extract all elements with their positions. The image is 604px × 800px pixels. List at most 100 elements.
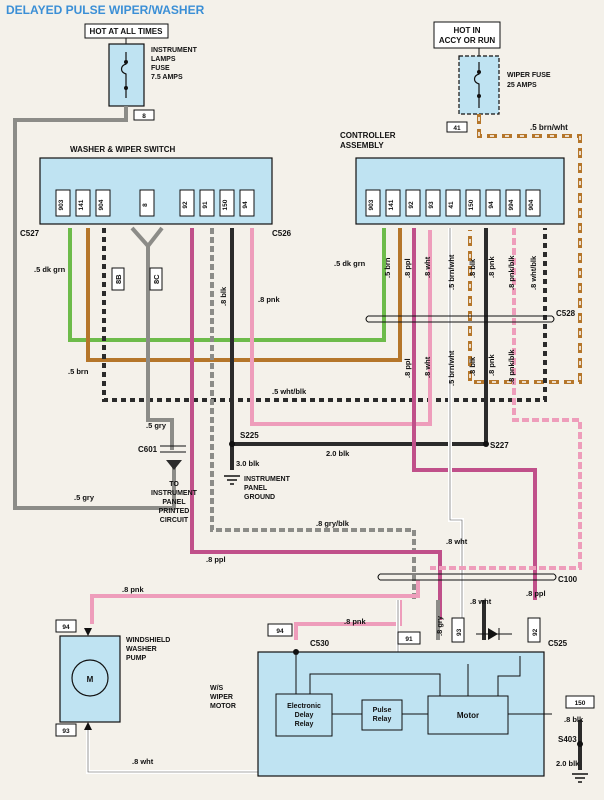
wire-label-brnwht-ctrl: .5 brn/wht [447,254,456,290]
wire-label-pnkblk-mid: .8 pnk/blk [507,349,516,384]
connector-c528: C528 [556,309,576,318]
wire-purple [190,228,442,620]
wire-label-dk-grn: .5 dk grn [34,265,66,274]
wire-green [68,228,386,342]
fuse-label-line2: LAMPS [151,56,176,63]
to-ip-line3: PANEL [162,499,186,506]
wire-white-black [102,228,547,402]
svg-text:141: 141 [388,199,395,210]
connector-c526: C526 [272,229,292,238]
wire-label-dk-grn-ctrl: .5 dk grn [334,259,366,268]
svg-text:904: 904 [528,199,535,210]
svg-text:92: 92 [408,201,415,209]
svg-text:150: 150 [468,199,475,210]
washer-pump: 94 M 93 [55,619,121,737]
delay-relay-2: Delay [295,712,314,719]
wire-label-gry-blk: .8 gry/blk [316,519,350,528]
pulse-relay-1: Pulse [373,707,392,714]
wire-label-ppl-ctrl: .8 ppl [403,258,412,278]
connector-c525: C525 [548,639,568,648]
switch-pin [95,189,111,217]
svg-text:903: 903 [58,199,65,210]
wire-label-wht-c100: .8 wht [446,537,468,546]
fuse-label-line4: 7.5 AMPS [151,74,183,81]
wiper-fuse: 41 [446,55,500,133]
wire-gray-8c [130,226,174,450]
diagram-title: DELAYED PULSE WIPER/WASHER [6,3,205,17]
motor-label-2: WIPER [210,694,233,701]
splice-s227: S227 [490,441,509,450]
wire-label-2-0-blk-bottom: 2.0 blk [556,759,580,768]
switch-pin [55,189,71,217]
to-ip-line2: INSTRUMENT [151,490,198,497]
ground-line2: PANEL [244,485,268,492]
wire-label-wht-c100b: .8 wht [470,597,492,606]
connector-c530: C530 [310,639,330,648]
wire-label-ppl-mid: .8 ppl [403,358,412,378]
switch-pins [55,189,255,217]
wire-pink [250,228,432,426]
wire-label-gry-bottom: .5 gry [74,493,95,502]
diode-icon [476,628,512,640]
hot-in-accy-run-label: HOT IN ACCY OR RUN [433,21,501,49]
svg-text:903: 903 [368,199,375,210]
connector-c527: C527 [20,229,40,238]
wire-label-blk-ctrl: .8 blk [468,258,477,278]
svg-text:904: 904 [98,199,105,210]
svg-text:141: 141 [78,199,85,210]
to-ip-line1: TO [169,481,179,488]
svg-text:M: M [87,675,94,684]
pin-8c: 8C [152,274,161,284]
splice-s227-dot [483,441,489,447]
switch-pin [139,189,155,217]
switch-pin [199,189,215,217]
wire-pink-pump [90,580,420,624]
wiper-fuse-label: WIPER FUSE [507,72,551,79]
pump-label-1: WINDSHIELD [126,637,170,644]
to-ip-line5: CIRCUIT [160,517,189,524]
wire-label-blk: .8 blk [219,286,228,306]
svg-text:ACCY OR RUN: ACCY OR RUN [439,36,496,45]
svg-text:93: 93 [428,201,435,209]
wire-label-pnkblk-ctrl: .8 pnk/blk [507,255,516,290]
wire-label-pnk-c530: .8 pnk [344,617,367,626]
controller-assembly: 903 141 92 93 41 150 94 994 904 [355,157,565,225]
wire-label-pnk-ctrl: .8 pnk [487,255,496,278]
wire-label-brn-wht-top: .5 brn/wht [530,123,568,132]
svg-text:41: 41 [448,201,455,209]
wire-label-gry-c525: .8 gry [435,615,444,636]
pump-label-2: WASHER [126,646,157,653]
switch-pin [179,189,195,217]
wire-label-3-0-blk: 3.0 blk [236,459,260,468]
delay-relay-1: Electronic [287,703,321,710]
wire-label-gry: .5 gry [146,421,167,430]
ground-line1: INSTRUMENT [244,476,291,483]
wire-label-blk-150: .8 blk [564,715,584,724]
motor-icon [71,659,109,697]
svg-text:94: 94 [62,624,70,631]
splice-s403: S403 [558,735,577,744]
instrument-lamps-fuse: 8 [108,43,155,121]
svg-text:92: 92 [182,201,189,209]
pin-8b: 8B [114,274,123,284]
delay-relay-3: Relay [295,721,314,728]
wire-label-ppl-low: .8 ppl [206,555,226,564]
wire-label-blk-mid: .8 blk [468,356,477,376]
wire-label-wht-mid: .8 wht [423,356,432,378]
switch-pin [75,189,91,217]
wire-label-whtblk-ctrl: .8 wht/blk [529,255,538,290]
switch-pin [219,189,235,217]
splice-s225-dot [229,441,235,447]
wire-label-pnk-mid: .8 pnk [487,353,496,376]
hot-at-all-times-label: HOT AT ALL TIMES [84,23,169,39]
wire-label-brnwht-mid: .5 brn/wht [447,350,456,386]
svg-text:8: 8 [142,203,149,207]
wire-label-brn-long: .5 brn [68,367,89,376]
wire-label-2-0-blk: 2.0 blk [326,449,350,458]
switch-label: WASHER & WIPER SWITCH [70,145,176,154]
wiper-motor [257,649,552,777]
motor-pin-93: 93 [456,628,463,636]
wire-label-wht-pump: .8 wht [132,757,154,766]
wire-pink-black [430,228,582,570]
svg-text:94: 94 [488,201,495,209]
